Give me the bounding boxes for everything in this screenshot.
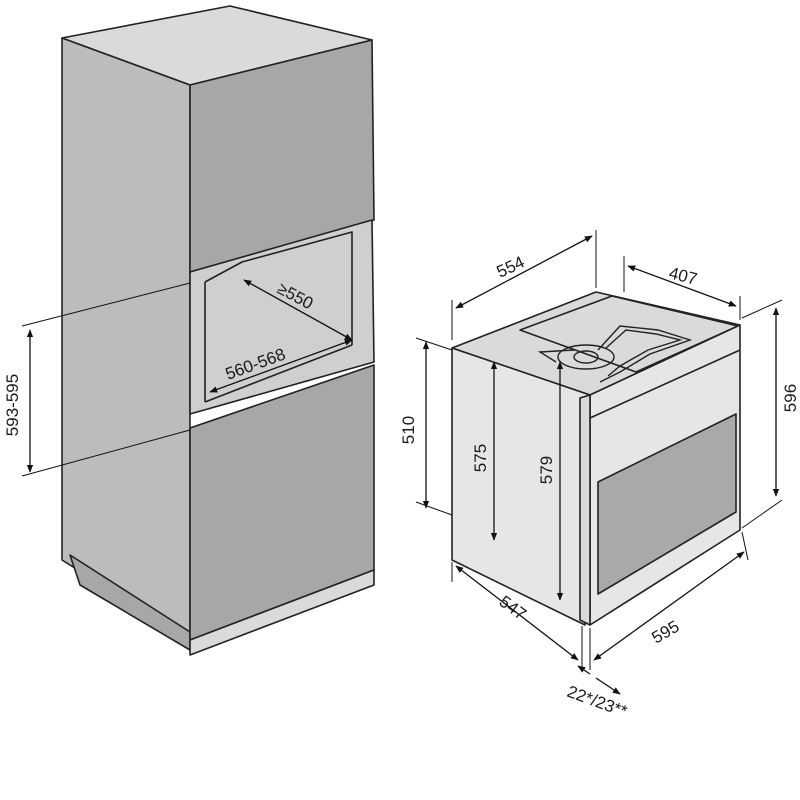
dim-oven-height-front-label: 579 — [537, 456, 556, 484]
oven — [451, 291, 741, 626]
dim-cabinet-height: 593-595 — [3, 282, 191, 477]
oven-control-strip — [589, 349, 741, 419]
dim-oven-height-left-label: 510 — [399, 416, 418, 444]
tall-cabinet — [61, 5, 375, 656]
dim-oven-height-front: 579 — [537, 361, 564, 601]
heating-element-icon — [537, 325, 693, 383]
dim-oven-top-depth-label: 554 — [494, 252, 528, 281]
oven-front-edge — [579, 394, 591, 626]
dim-oven-front-panel-label: 22*/23** — [565, 682, 630, 721]
dim-cabinet-height-label: 593-595 — [3, 374, 22, 436]
cabinet-upper-door — [189, 39, 375, 273]
dim-oven-height-inner-label: 575 — [471, 444, 490, 472]
dim-oven-height-inner: 575 — [471, 361, 498, 541]
oven-side-face — [451, 347, 591, 626]
dim-oven-front-panel: 22*/23** — [565, 665, 630, 721]
dim-oven-bottom-width-label: 595 — [649, 617, 683, 648]
dim-oven-top-width-label: 407 — [667, 263, 699, 288]
dim-oven-height-right-label: 596 — [781, 384, 800, 412]
dim-oven-height-left: 510 — [399, 337, 453, 516]
dim-oven-height-right: 596 — [741, 299, 800, 529]
cabinet-bottom-rail — [189, 569, 375, 656]
cabinet-side-panel — [61, 37, 191, 641]
